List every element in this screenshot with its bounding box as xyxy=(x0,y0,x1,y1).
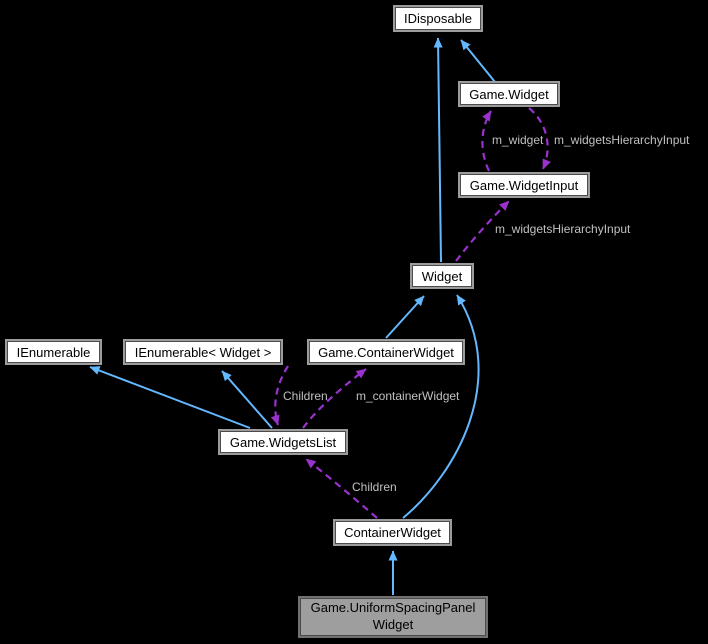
node-label: Game.Widget xyxy=(469,86,549,102)
edge-widgetslist-to-ienumerable xyxy=(89,366,251,429)
edge-containerwidget-to-widget xyxy=(402,294,480,519)
node-game-widget[interactable]: Game.Widget xyxy=(458,81,560,107)
edge-label-children-lower: Children xyxy=(352,480,397,494)
edge-label-m-widgets-hierarchy-input-top: m_widgetsHierarchyInput xyxy=(554,133,690,147)
node-label: Game.WidgetInput xyxy=(469,177,579,193)
edge-widget-to-widgetinput-hierarchyinput xyxy=(455,200,510,262)
node-widget[interactable]: Widget xyxy=(410,263,474,289)
edge-gamecontainerwidget-to-widget xyxy=(385,295,425,339)
edge-widgetslist-to-ienumerablewidget xyxy=(221,370,273,429)
edge-widgetslist-to-gamecontainerwidget-containerwidget xyxy=(302,368,367,429)
edge-widget-to-idisposable xyxy=(433,37,443,263)
edge-gamewidget-to-idisposable xyxy=(460,39,496,83)
node-game-container-widget[interactable]: Game.ContainerWidget xyxy=(307,339,465,365)
edge-label-children-upper: Children xyxy=(283,389,328,403)
edge-label-m-widgets-hierarchy-input-mid: m_widgetsHierarchyInput xyxy=(495,222,631,236)
node-label: Game.WidgetsList xyxy=(229,434,337,450)
node-label: ContainerWidget xyxy=(344,525,441,540)
node-idisposable[interactable]: IDisposable xyxy=(393,5,483,32)
node-label: Game.ContainerWidget xyxy=(318,344,454,360)
edge-gamewidget-to-widgetinput-hierarchyinput xyxy=(528,107,551,170)
node-label: IEnumerable< Widget > xyxy=(134,344,272,360)
node-label: IDisposable xyxy=(404,11,472,26)
edge-label-m-container-widget: m_containerWidget xyxy=(356,389,460,403)
node-label: Widget xyxy=(421,268,463,284)
node-game-uniform-spacing-panel-widget: Game.UniformSpacingPanel Widget xyxy=(298,596,488,638)
edge-label-m-widget: m_widget xyxy=(492,133,544,147)
node-game-widgets-list[interactable]: Game.WidgetsList xyxy=(218,429,348,455)
node-ienumerable[interactable]: IEnumerable xyxy=(5,339,102,365)
node-game-widget-input[interactable]: Game.WidgetInput xyxy=(458,172,590,198)
node-ienumerable-widget[interactable]: IEnumerable< Widget > xyxy=(123,339,283,365)
edge-widgetinput-to-gamewidget-m-widget xyxy=(481,110,492,172)
node-container-widget[interactable]: ContainerWidget xyxy=(333,519,452,546)
edge-gamecontainerwidget-to-widgetslist-children xyxy=(270,365,289,426)
node-label-line2: Widget xyxy=(372,617,414,632)
node-label-line1: Game.UniformSpacingPanel xyxy=(310,600,476,616)
node-label: IEnumerable xyxy=(16,344,91,360)
